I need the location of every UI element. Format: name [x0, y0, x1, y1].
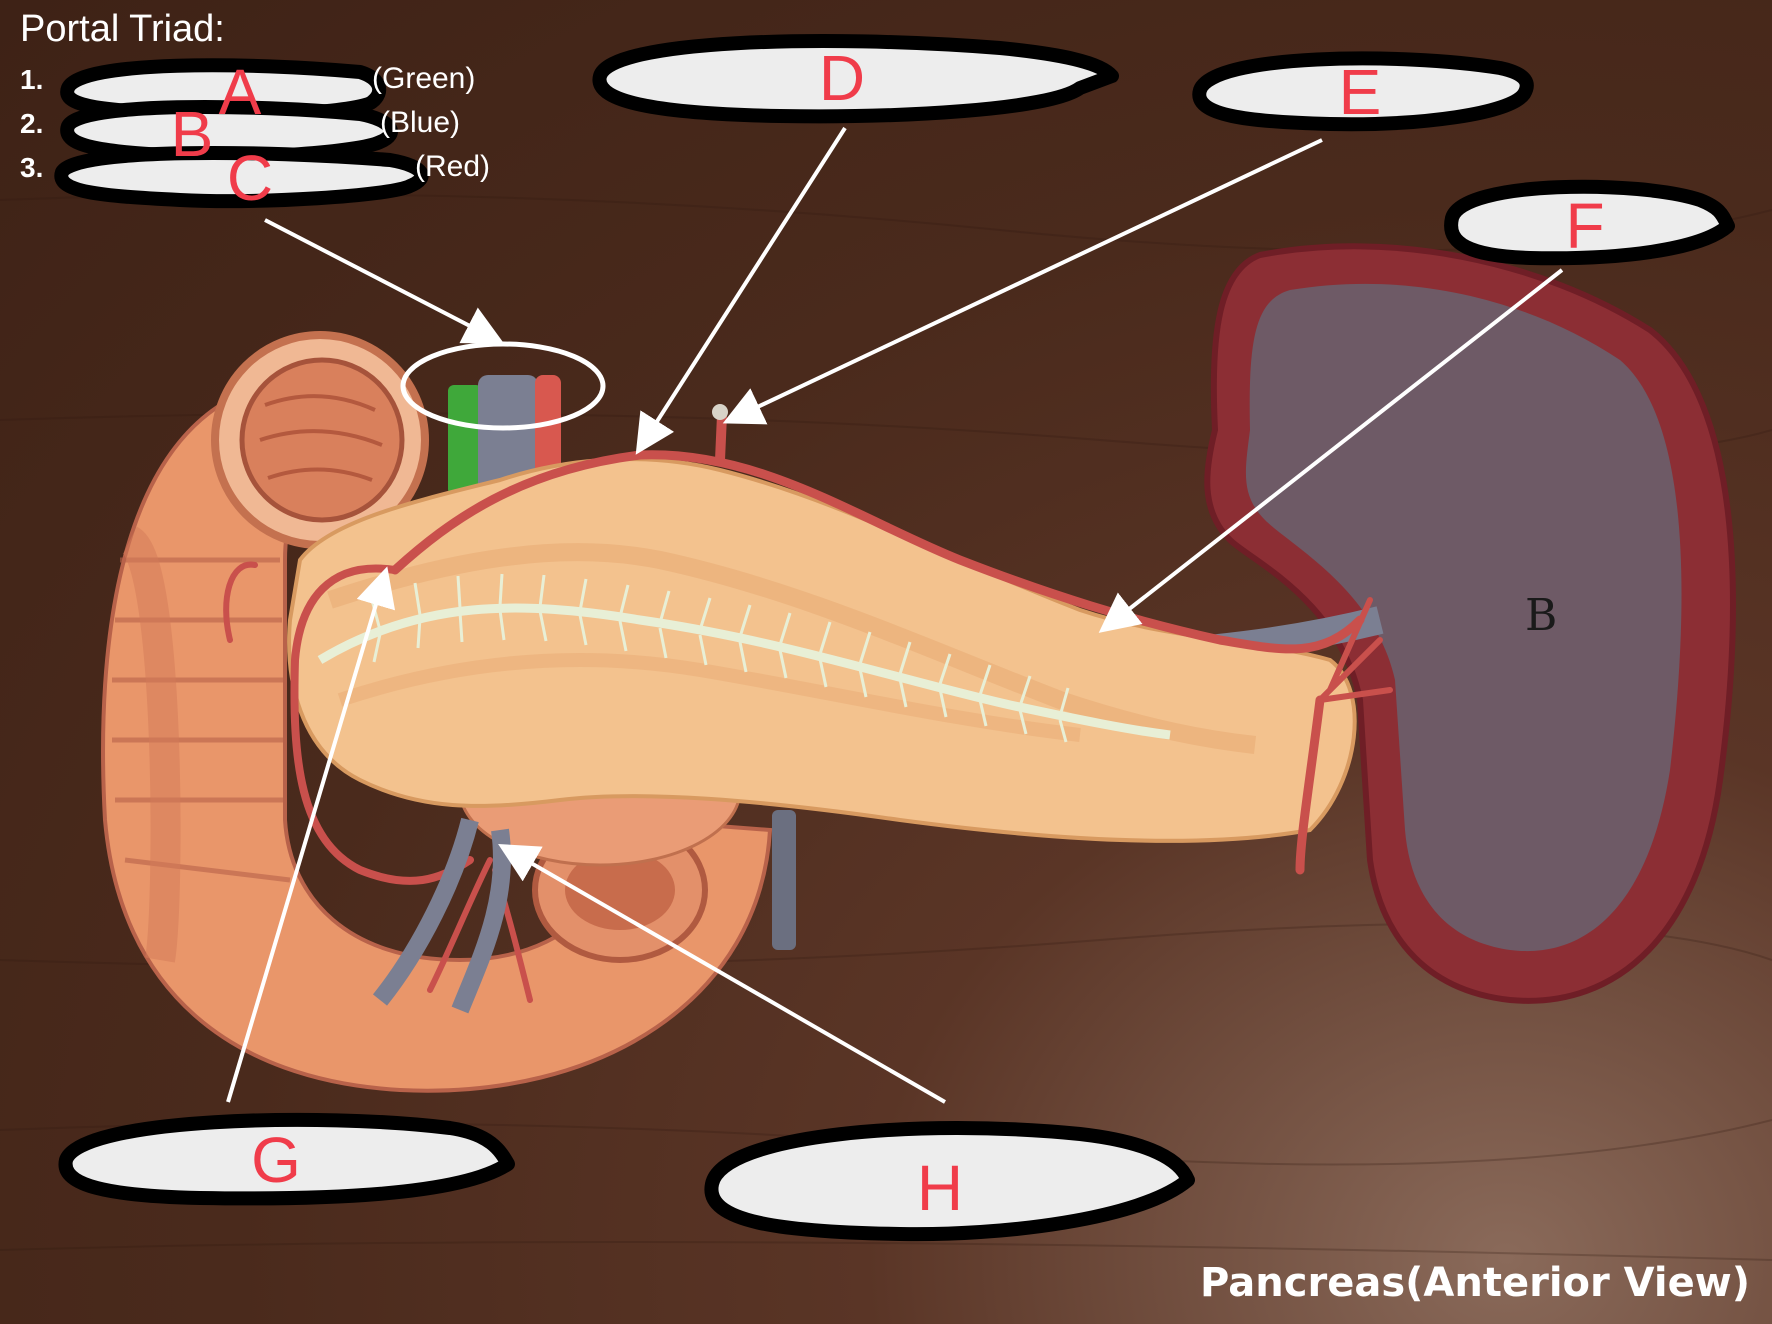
answer-bubble-e[interactable] — [1192, 51, 1534, 132]
vessel-stub — [772, 810, 796, 950]
answer-bubble-f[interactable] — [1444, 179, 1735, 266]
label-h: H — [916, 1152, 964, 1224]
hint-blue: (Blue) — [380, 106, 461, 139]
answer-bubble-g[interactable] — [58, 1112, 515, 1206]
label-c: C — [226, 142, 274, 214]
label-f: F — [1565, 190, 1605, 262]
list-number-1: 1. — [20, 64, 44, 95]
list-number-3: 3. — [20, 152, 44, 183]
label-b: B — [170, 98, 214, 170]
leader-line-f — [1098, 268, 1564, 633]
label-a: A — [218, 56, 262, 128]
answer-bubble-h[interactable] — [704, 1121, 1195, 1242]
leader-line-h — [498, 844, 946, 1104]
label-e: E — [1338, 56, 1382, 128]
leader-line-e — [722, 138, 1323, 425]
portal-triad-highlight-circle — [400, 341, 606, 431]
leader-line-g — [226, 566, 396, 1103]
figure-caption: Pancreas(Anterior View) — [1200, 1260, 1750, 1306]
leader-lines — [226, 126, 1564, 1104]
leader-line-c — [264, 218, 505, 344]
answer-bubble-d[interactable] — [592, 34, 1119, 124]
leader-line-d — [635, 126, 847, 455]
pancreas — [287, 457, 1357, 843]
spleen: B — [1204, 243, 1736, 1004]
portal-triad-title: Portal Triad: — [20, 8, 225, 50]
vessel-cut-end — [712, 404, 728, 420]
list-number-2: 2. — [20, 108, 44, 139]
label-d: D — [818, 42, 866, 114]
portal-triad-vessels — [448, 375, 561, 495]
answer-bubble-c[interactable] — [54, 145, 429, 209]
hint-red: (Red) — [415, 150, 491, 183]
spleen-mark: B — [1525, 590, 1557, 641]
hint-green: (Green) — [372, 62, 476, 95]
label-g: G — [251, 1124, 301, 1196]
